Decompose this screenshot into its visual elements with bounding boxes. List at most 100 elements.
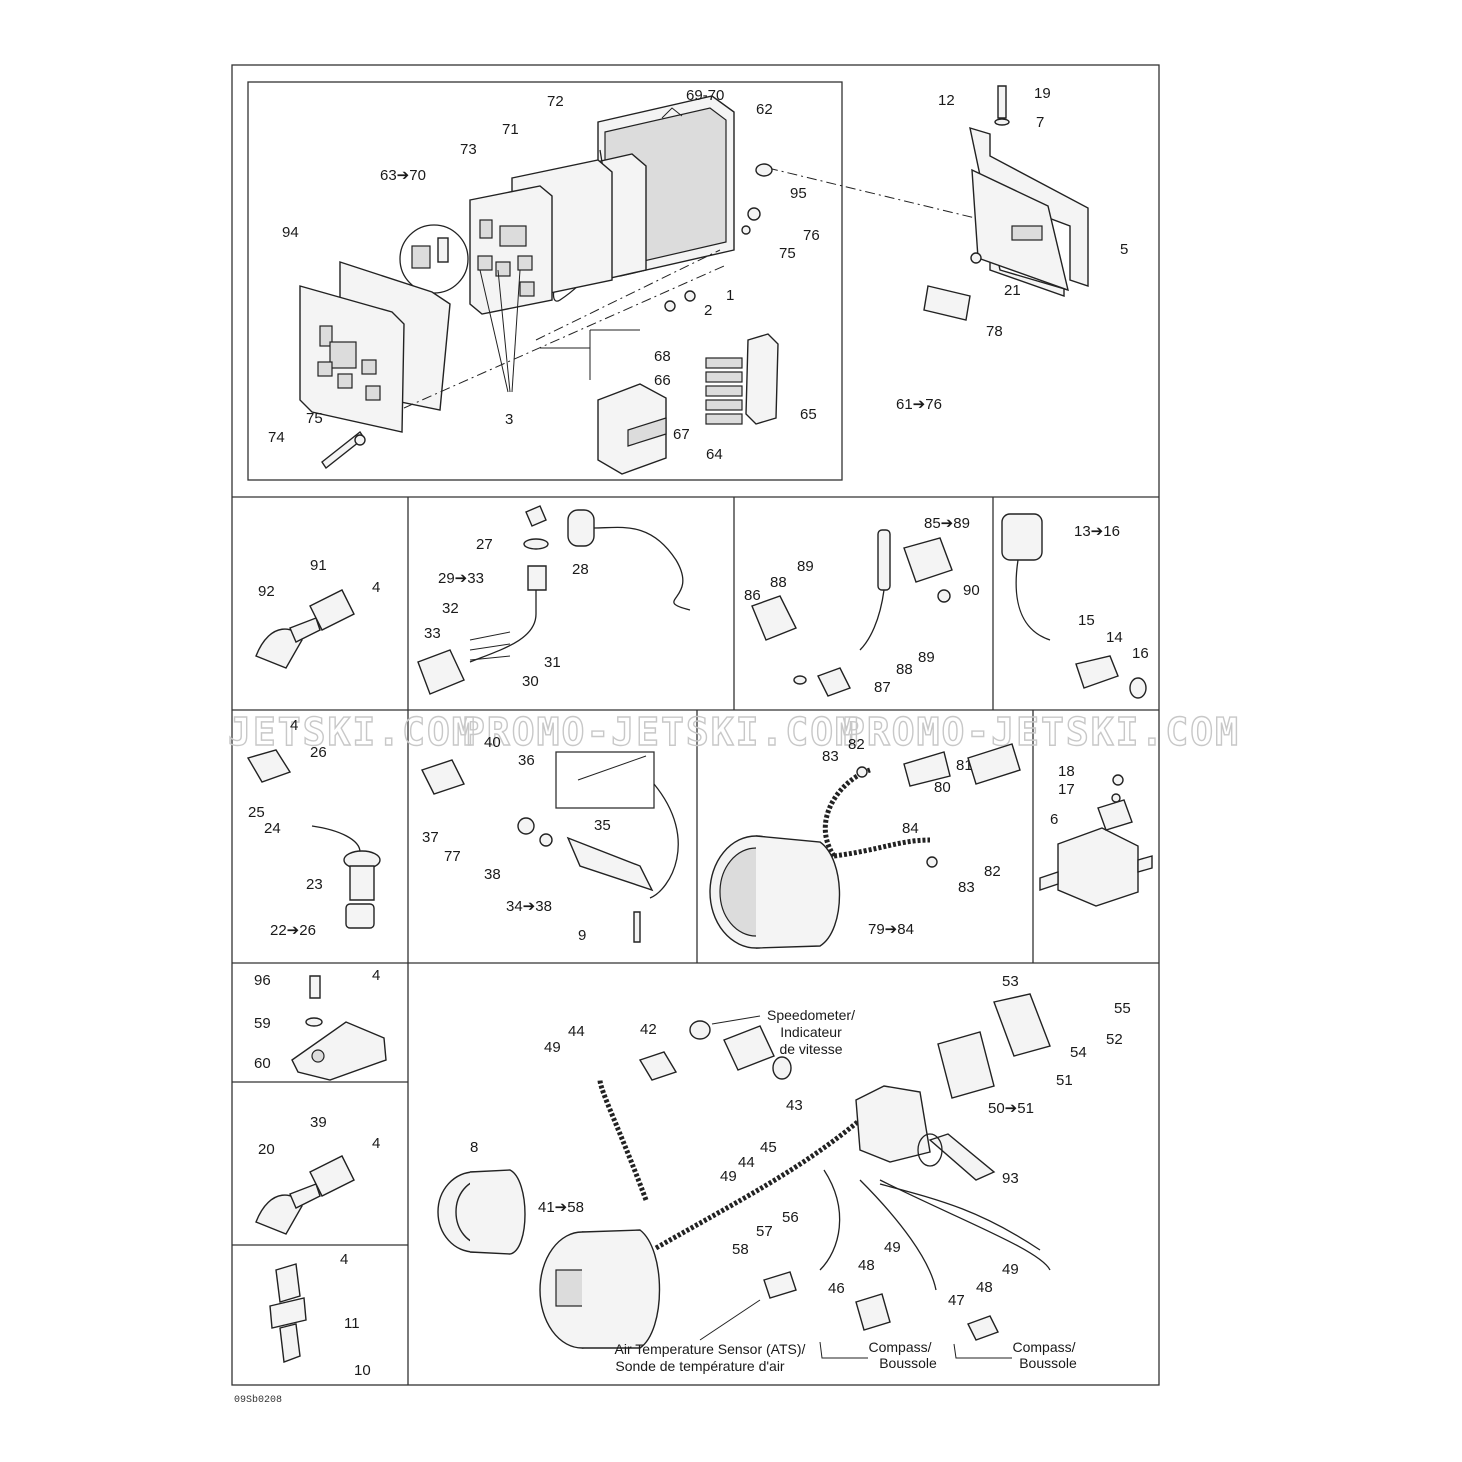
callout: 57: [756, 1223, 773, 1240]
relay-harness-drawing: [751, 529, 953, 697]
speedometer-note-line3: de vitesse: [779, 1041, 842, 1057]
callout: 65: [800, 406, 817, 423]
ats-note: Air Temperature Sensor (ATS)/ Sonde de t…: [615, 1299, 806, 1374]
callout: 60: [254, 1055, 271, 1072]
callout: 63➔70: [380, 167, 426, 184]
callout: 20: [258, 1141, 275, 1158]
terminal-pins-group: [705, 357, 743, 425]
callout: 48: [858, 1257, 875, 1274]
callout: 49: [884, 1239, 901, 1256]
callout: 30: [522, 673, 539, 690]
solenoid-6-drawing: [1039, 774, 1153, 907]
fuel-level-sensor-drawing: [246, 749, 381, 929]
callout: 46: [828, 1280, 845, 1297]
callout: 78: [986, 323, 1003, 340]
callout: 83: [958, 879, 975, 896]
pressure-sensor-drawing: [1001, 513, 1147, 699]
sensor-11-drawing: [269, 1263, 307, 1363]
callout: 82: [848, 736, 865, 753]
callout: 11: [344, 1315, 360, 1332]
speedometer-note-line1: Speedometer/: [767, 1007, 855, 1023]
callout: 82: [984, 863, 1001, 880]
callout: 93: [1002, 1170, 1019, 1187]
callout: 89: [918, 649, 935, 666]
callout: 49: [544, 1039, 561, 1056]
callout: 4: [372, 579, 380, 596]
callout: 88: [896, 661, 913, 678]
callout: 25: [248, 804, 265, 821]
callout: 73: [460, 141, 477, 158]
callout: 87: [874, 679, 891, 696]
callout: 66: [654, 372, 671, 389]
callout: 26: [310, 744, 327, 761]
compass-note-1-line2: Boussole: [879, 1355, 937, 1371]
bracket-60-drawing: [291, 975, 387, 1081]
callout: 91: [310, 557, 327, 574]
callout: 16: [1132, 645, 1149, 662]
callout: 37: [422, 829, 439, 846]
figure-code: 09Sb0208: [234, 1394, 282, 1406]
callout: 89: [797, 558, 814, 575]
compass-note-1: Compass/ Boussole: [819, 1339, 937, 1371]
callout: 84: [902, 820, 919, 837]
console-assembly-drawing: [299, 95, 1001, 475]
callout: 15: [1078, 612, 1095, 629]
callout: 7: [1036, 114, 1044, 131]
callout: 80: [934, 779, 951, 796]
callout: 72: [547, 93, 564, 110]
callout: 12: [938, 92, 955, 109]
callout: 8: [470, 1139, 478, 1156]
watermark-text-2: PROMO-JETSKI.COM: [462, 710, 860, 754]
callout: 96: [254, 972, 271, 989]
callout: 1: [726, 287, 734, 304]
callout: 5: [1120, 241, 1128, 258]
callout: 14: [1106, 629, 1123, 646]
callout: 9: [578, 927, 586, 944]
compass-note-2: Compass/ Boussole: [953, 1339, 1077, 1371]
callout: 17: [1058, 781, 1075, 798]
speed-sensor-harness-drawing: [417, 505, 691, 695]
compass-note-2-line1: Compass/: [1012, 1339, 1075, 1355]
throttle-sensor-drawing: [421, 751, 679, 943]
callout: 53: [1002, 973, 1019, 990]
callout: 40: [484, 734, 501, 751]
callout: 10: [354, 1362, 371, 1379]
callout: 3: [505, 411, 513, 428]
callout: 13➔16: [1074, 523, 1120, 540]
callout: 85➔89: [924, 515, 970, 532]
callout: 69-70: [686, 87, 724, 104]
callout: 44: [738, 1154, 755, 1171]
callout: 28: [572, 561, 589, 578]
callout: 56: [782, 1209, 799, 1226]
callout: 90: [963, 582, 980, 599]
mount-bracket-drawing: [923, 85, 1089, 321]
callout: 48: [976, 1279, 993, 1296]
callout: 83: [822, 748, 839, 765]
callout: 75: [306, 410, 323, 427]
callout: 95: [790, 185, 807, 202]
callout: 19: [1034, 85, 1051, 102]
callout: 59: [254, 1015, 271, 1032]
callout: 43: [786, 1097, 803, 1114]
callout: 62: [756, 101, 773, 118]
callout: 61➔76: [896, 396, 942, 413]
callout: 92: [258, 583, 275, 600]
callout: 94: [282, 224, 299, 241]
callout: 34➔38: [506, 898, 552, 915]
callout: 54: [1070, 1044, 1087, 1061]
watermark-text-3: PROMO-JETSKI.COM: [842, 710, 1240, 754]
callout: 49: [720, 1168, 737, 1185]
sensor-39-drawing: [255, 1155, 355, 1235]
callout: 68: [654, 348, 671, 365]
compass-note-2-line2: Boussole: [1019, 1355, 1077, 1371]
gauge-79-drawing: [709, 743, 1021, 949]
ats-note-line2: Sonde de température d'air: [615, 1358, 785, 1374]
callout: 71: [502, 121, 519, 138]
callout: 88: [770, 574, 787, 591]
callout: 58: [732, 1241, 749, 1258]
callout: 22➔26: [270, 922, 316, 939]
callout: 27: [476, 536, 493, 553]
callout: 4: [290, 717, 298, 734]
callout: 33: [424, 625, 441, 642]
